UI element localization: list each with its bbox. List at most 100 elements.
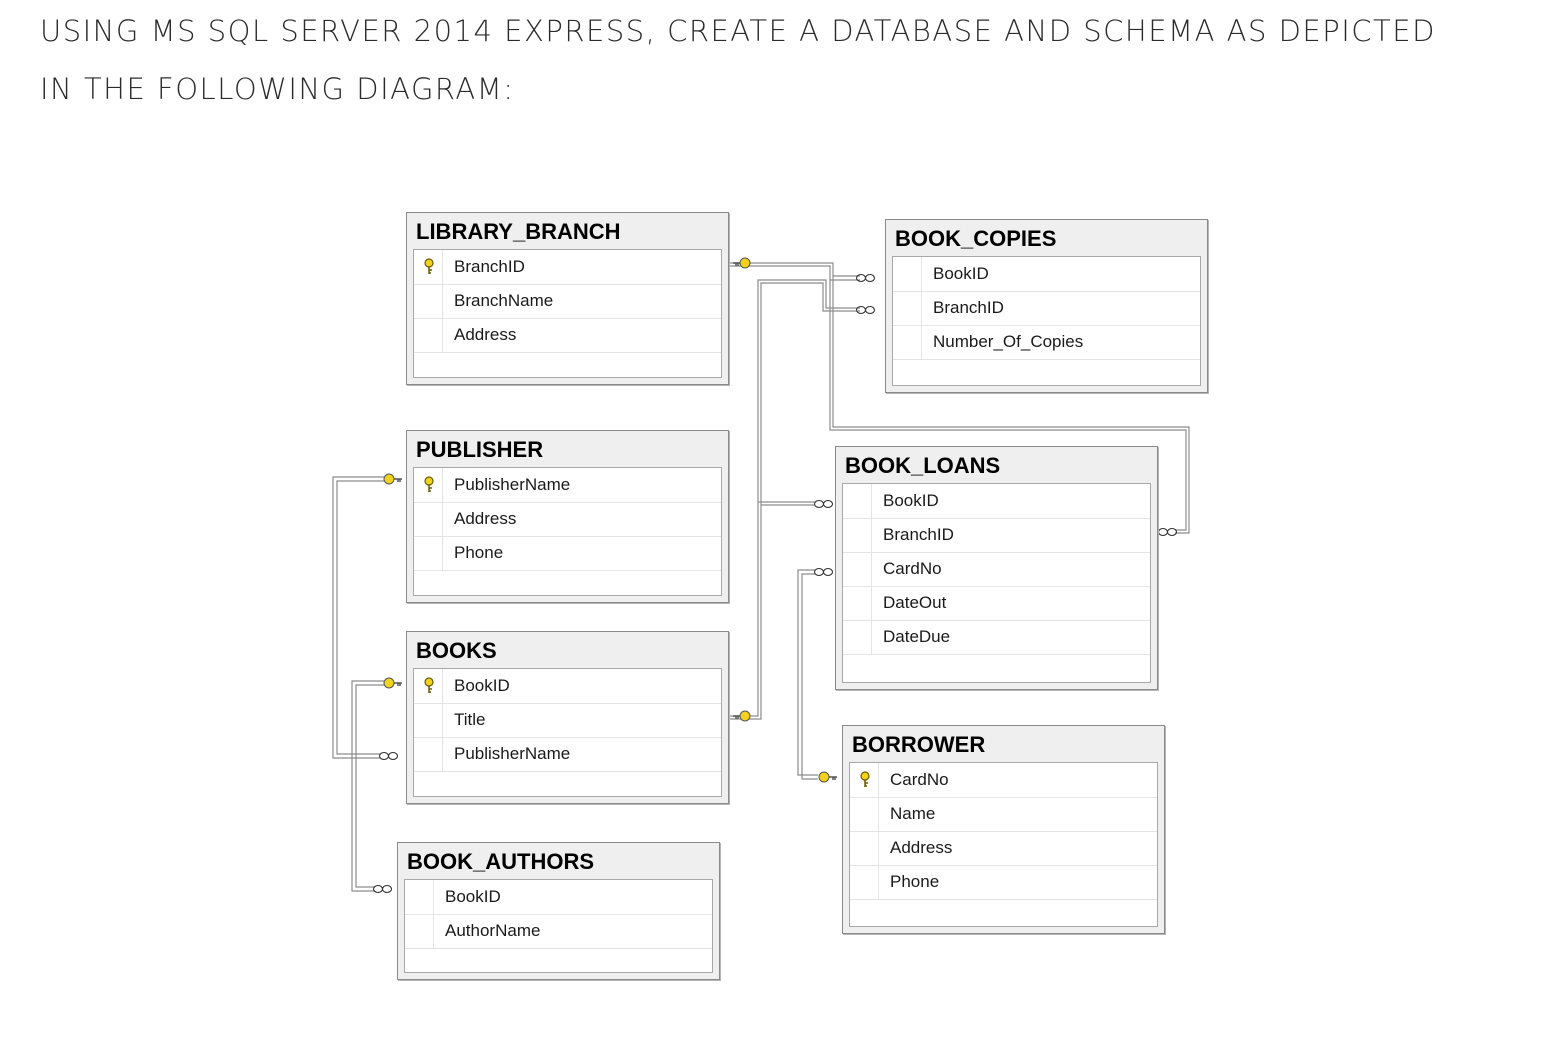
column-row[interactable]: AuthorName bbox=[405, 914, 712, 949]
column-name: Address bbox=[890, 838, 953, 857]
column-row[interactable]: Phone bbox=[850, 865, 1157, 900]
row-selector bbox=[405, 914, 434, 948]
row-selector bbox=[414, 669, 443, 703]
key-icon bbox=[424, 258, 434, 274]
row-selector bbox=[414, 284, 443, 318]
column-name: Phone bbox=[454, 543, 504, 562]
row-selector bbox=[850, 797, 879, 831]
column-row[interactable]: CardNo bbox=[850, 763, 1157, 798]
column-row[interactable]: Number_Of_Copies bbox=[893, 325, 1200, 360]
row-selector bbox=[843, 518, 872, 552]
column-row[interactable]: PublisherName bbox=[414, 468, 721, 503]
column-name: Title bbox=[454, 710, 486, 729]
table-title: PUBLISHER bbox=[416, 437, 544, 462]
column-name: Name bbox=[890, 804, 936, 823]
row-selector bbox=[405, 880, 434, 914]
table-book-authors[interactable]: BOOK_AUTHORS BookID AuthorName bbox=[397, 842, 720, 980]
column-grid: BookID AuthorName bbox=[404, 879, 713, 973]
row-selector bbox=[893, 257, 922, 291]
table-title: BOOK_COPIES bbox=[895, 226, 1057, 251]
column-grid: BranchID BranchName Address bbox=[413, 249, 722, 378]
column-name: PublisherName bbox=[454, 744, 571, 763]
link-authors bbox=[351, 680, 385, 892]
column-row[interactable]: Title bbox=[414, 703, 721, 738]
column-name: DateOut bbox=[883, 593, 947, 612]
table-title: BOOKS bbox=[416, 638, 497, 663]
key-icon bbox=[860, 771, 870, 787]
table-book-loans[interactable]: BOOK_LOANS BookID BranchID CardNo DateOu… bbox=[835, 446, 1158, 690]
table-library-branch[interactable]: LIBRARY_BRANCH BranchID BranchName Addre… bbox=[406, 212, 729, 385]
column-name: Address bbox=[454, 509, 517, 528]
row-selector bbox=[843, 484, 872, 518]
column-row[interactable]: DateDue bbox=[843, 620, 1150, 655]
row-selector bbox=[414, 703, 443, 737]
table-borrower[interactable]: BORROWER CardNo Name Address Phone bbox=[842, 725, 1165, 934]
column-name: Number_Of_Copies bbox=[933, 332, 1084, 351]
column-name: BranchID bbox=[933, 298, 1004, 317]
column-row[interactable]: Phone bbox=[414, 536, 721, 571]
row-selector bbox=[850, 763, 879, 797]
column-row[interactable]: BookID bbox=[843, 484, 1150, 519]
table-publisher[interactable]: PUBLISHER PublisherName Address Phone bbox=[406, 430, 729, 603]
column-row[interactable]: Address bbox=[414, 318, 721, 353]
column-name: BookID bbox=[933, 264, 989, 283]
instruction-line-2: IN THE FOLLOWING DIAGRAM: bbox=[40, 72, 515, 106]
row-selector bbox=[850, 831, 879, 865]
row-selector bbox=[414, 737, 443, 771]
row-selector bbox=[843, 620, 872, 654]
row-selector bbox=[843, 552, 872, 586]
column-row[interactable]: DateOut bbox=[843, 586, 1150, 621]
table-title: LIBRARY_BRANCH bbox=[416, 219, 621, 244]
column-row[interactable]: BranchID bbox=[414, 250, 721, 285]
column-name: PublisherName bbox=[454, 475, 571, 494]
column-name: CardNo bbox=[883, 559, 942, 578]
column-row[interactable]: BranchName bbox=[414, 284, 721, 319]
table-books[interactable]: BOOKS BookID Title PublisherName bbox=[406, 631, 729, 804]
column-row[interactable]: BranchID bbox=[893, 291, 1200, 326]
link-bookid bbox=[730, 279, 860, 720]
row-selector bbox=[843, 586, 872, 620]
infinity-connector-icon bbox=[372, 273, 1178, 894]
instruction-line-1: USING MS SQL SERVER 2014 EXPRESS, CREATE… bbox=[40, 14, 1436, 48]
column-name: BookID bbox=[445, 887, 501, 906]
row-selector bbox=[414, 536, 443, 570]
column-name: BranchID bbox=[454, 257, 525, 276]
column-row[interactable]: Address bbox=[414, 502, 721, 537]
key-connector-icon bbox=[383, 257, 837, 783]
table-title: BOOK_AUTHORS bbox=[407, 849, 595, 874]
instruction-text: USING MS SQL SERVER 2014 EXPRESS, CREATE… bbox=[40, 2, 1520, 118]
column-row[interactable]: Address bbox=[850, 831, 1157, 866]
column-row[interactable]: CardNo bbox=[843, 552, 1150, 587]
table-book-copies[interactable]: BOOK_COPIES BookID BranchID Number_Of_Co… bbox=[885, 219, 1208, 393]
column-row[interactable]: PublisherName bbox=[414, 737, 721, 772]
column-name: DateDue bbox=[883, 627, 951, 646]
column-row[interactable]: BookID bbox=[414, 669, 721, 704]
column-row[interactable]: Name bbox=[850, 797, 1157, 832]
row-selector bbox=[893, 291, 922, 325]
column-grid: PublisherName Address Phone bbox=[413, 467, 722, 596]
column-name: AuthorName bbox=[445, 921, 541, 940]
row-selector bbox=[414, 468, 443, 502]
table-title: BORROWER bbox=[852, 732, 986, 757]
column-name: Phone bbox=[890, 872, 940, 891]
row-selector bbox=[414, 502, 443, 536]
key-icon bbox=[424, 677, 434, 693]
row-selector bbox=[414, 318, 443, 352]
key-icon bbox=[424, 476, 434, 492]
column-name: BookID bbox=[454, 676, 510, 695]
column-name: Address bbox=[454, 325, 517, 344]
column-name: CardNo bbox=[890, 770, 949, 789]
row-selector bbox=[893, 325, 922, 359]
row-selector bbox=[414, 250, 443, 284]
link-cardno bbox=[797, 569, 818, 780]
column-row[interactable]: BookID bbox=[405, 880, 712, 915]
column-grid: BookID Title PublisherName bbox=[413, 668, 722, 797]
column-row[interactable]: BranchID bbox=[843, 518, 1150, 553]
column-row[interactable]: BookID bbox=[893, 257, 1200, 292]
column-name: BranchID bbox=[883, 525, 954, 544]
column-name: BranchName bbox=[454, 291, 554, 310]
column-grid: CardNo Name Address Phone bbox=[849, 762, 1158, 927]
column-name: BookID bbox=[883, 491, 939, 510]
